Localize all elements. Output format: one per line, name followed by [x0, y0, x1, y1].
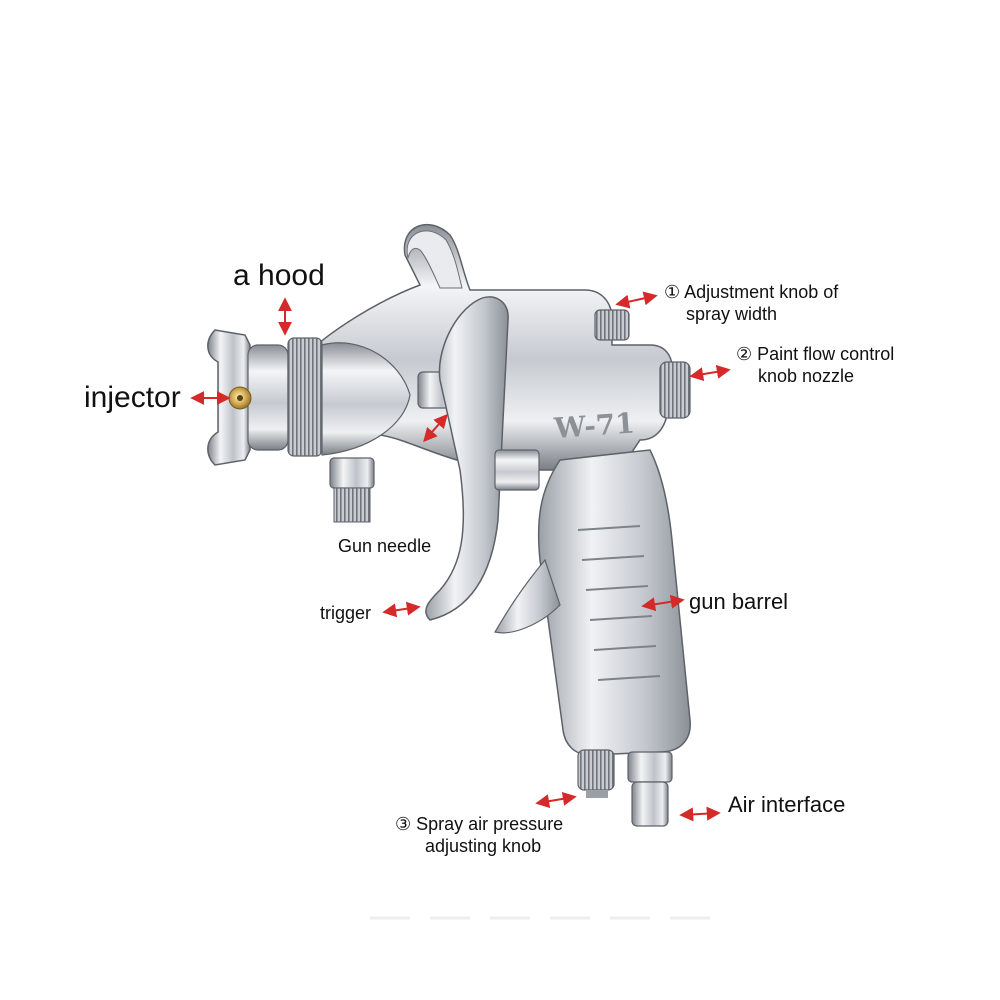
paint-flow-knob [659, 361, 691, 419]
label-paint-flow-knob: ② Paint flow control knob nozzle [736, 344, 894, 388]
label-paint-flow-knob-line2: knob nozzle [758, 365, 855, 386]
arrow-trigger [382, 601, 421, 618]
label-spray-width-knob: ① Adjustment knob of spray width [664, 282, 838, 326]
label-hood: a hood [233, 259, 325, 292]
label-gun-barrel: gun barrel [689, 589, 789, 614]
arrow-needle [423, 413, 448, 443]
label-spray-width-knob-line2: spray width [686, 303, 778, 324]
label-air-pressure-knob: ③ Spray air pressure adjusting knob [395, 814, 563, 858]
label-injector: injector [84, 381, 181, 414]
gun-handle [537, 449, 691, 756]
arrow-knob1 [615, 291, 658, 309]
label-air-pressure-knob-line1: ③ Spray air pressure [395, 814, 564, 834]
gun-model-text: W-71 [552, 406, 636, 445]
retaining-ring [287, 337, 323, 457]
label-paint-flow-knob-line1: ② Paint flow control [736, 344, 895, 364]
air-inlet [627, 751, 673, 783]
label-gun-needle: Gun needle [338, 536, 432, 556]
air-pressure-knob [577, 749, 615, 791]
label-trigger: trigger [320, 603, 372, 623]
hook [406, 230, 463, 289]
arrow-air [679, 806, 721, 822]
arrow-knob2 [689, 364, 731, 382]
trigger-lever [425, 296, 509, 621]
trigger-guard [494, 558, 561, 634]
fluid-head [321, 342, 411, 456]
hex-nut [494, 449, 540, 491]
label-air-pressure-knob-line2: adjusting knob [425, 835, 542, 856]
spray-width-knob [594, 309, 630, 341]
handle-grooves [577, 525, 661, 681]
annotation-arrows [190, 291, 731, 822]
arrow-barrel [641, 594, 685, 612]
arrow-knob3 [535, 791, 577, 809]
fluid-inlet [329, 457, 375, 489]
nozzle-ring [247, 344, 289, 451]
label-spray-width-knob-line1: ① Adjustment knob of [664, 282, 839, 302]
label-air-interface: Air interface [728, 792, 846, 817]
